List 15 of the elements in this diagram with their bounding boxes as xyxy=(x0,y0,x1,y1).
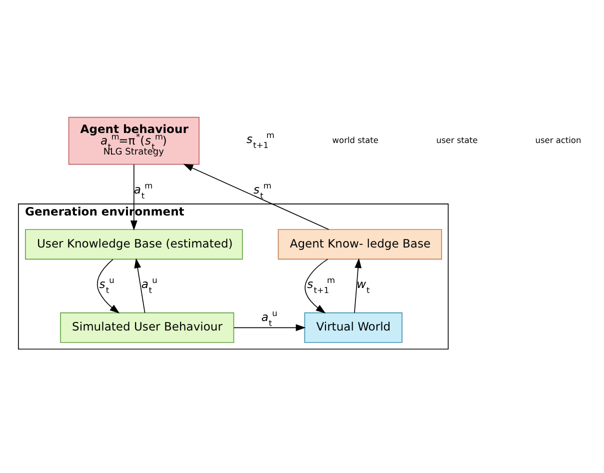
arrow xyxy=(354,258,362,314)
arrow xyxy=(304,258,328,314)
arrow xyxy=(134,258,146,314)
node-box: User Knowledge Base (estimated) xyxy=(25,229,243,260)
edge-label: w$_{t}$ xyxy=(356,277,370,296)
label: user action xyxy=(535,134,582,145)
node-box: Agent behaviour a$_{t}$$^{m}$=π$^{*}$(s$_{t}$$^{m}$) NLG Strategy xyxy=(68,116,200,165)
arrow xyxy=(234,324,306,332)
label: user state xyxy=(436,134,478,145)
arrow xyxy=(183,164,330,230)
node-box: Virtual World xyxy=(304,312,402,343)
node-box: Agent Know- ledge Base xyxy=(278,229,442,260)
arrow xyxy=(96,258,120,314)
node-box: Simulated User Behaviour xyxy=(60,312,234,343)
label: world state xyxy=(332,134,378,145)
